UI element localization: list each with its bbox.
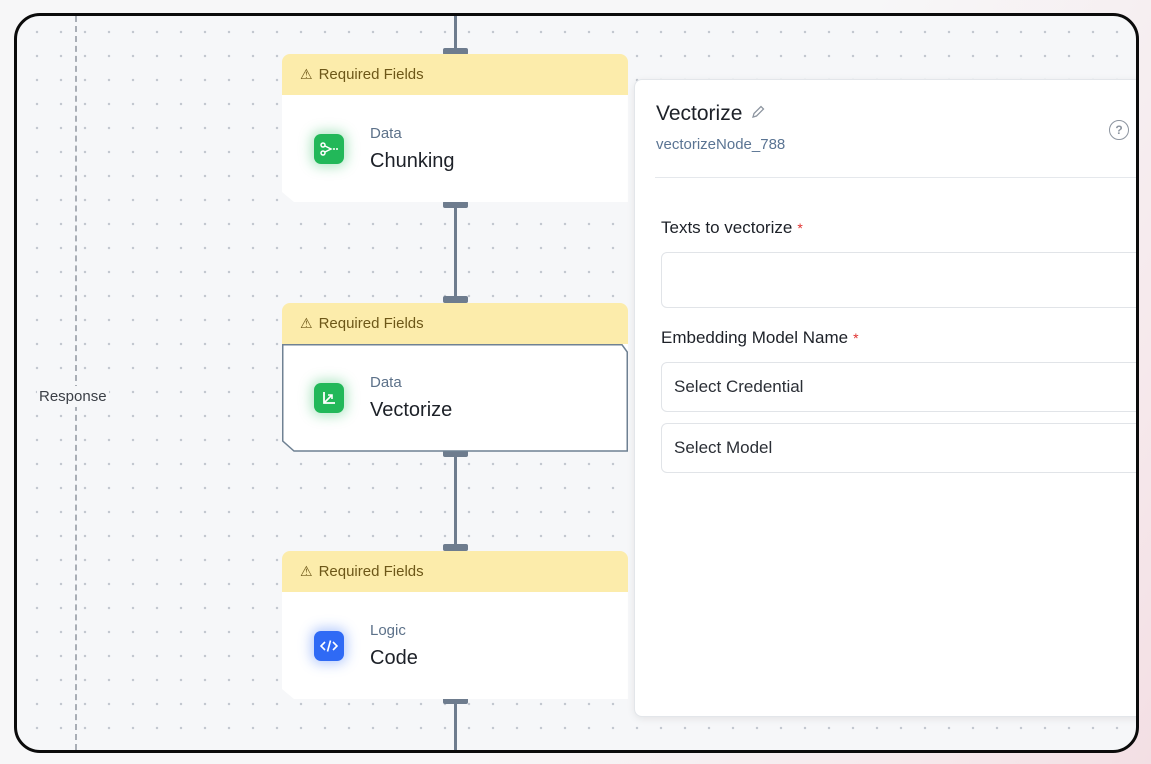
- node-handle[interactable]: [443, 201, 468, 208]
- node-handle[interactable]: [443, 296, 468, 303]
- node-body[interactable]: Logic Code: [282, 592, 628, 699]
- node-chunking[interactable]: ⚠ Required Fields Data Chunking: [282, 54, 628, 203]
- panel-divider: [655, 177, 1136, 178]
- texts-to-vectorize-label: Texts to vectorize*: [661, 218, 803, 238]
- warning-text: Required Fields: [318, 66, 424, 83]
- required-mark: *: [797, 220, 803, 236]
- node-code[interactable]: ⚠ Required Fields Logic Code: [282, 551, 628, 700]
- lane-label-response: Response: [37, 386, 109, 407]
- node-handle[interactable]: [443, 450, 468, 457]
- embedding-model-label: Embedding Model Name*: [661, 328, 859, 348]
- node-handle[interactable]: [443, 544, 468, 551]
- required-mark: *: [853, 330, 859, 346]
- split-icon: [314, 134, 344, 164]
- help-icon[interactable]: ?: [1109, 120, 1129, 140]
- node-category: Logic: [370, 621, 406, 639]
- warning-text: Required Fields: [318, 315, 424, 332]
- required-fields-banner: ⚠ Required Fields: [282, 551, 628, 592]
- select-credential-dropdown[interactable]: Select Credential: [661, 362, 1136, 412]
- workflow-canvas[interactable]: Response ⚠ Required Fields Data Chunking…: [14, 13, 1139, 753]
- node-id: vectorizeNode_788: [656, 136, 786, 153]
- warning-icon: ⚠: [300, 66, 313, 82]
- field-label-text: Embedding Model Name: [661, 328, 849, 347]
- edge-bottom: [454, 702, 457, 750]
- axes-arrow-icon: [314, 383, 344, 413]
- node-category: Data: [370, 124, 402, 142]
- node-category: Data: [370, 373, 402, 391]
- node-settings-panel: Vectorize vectorizeNode_788 ? Texts to v…: [634, 79, 1136, 717]
- code-icon: [314, 631, 344, 661]
- edge-top: [454, 16, 457, 52]
- node-vectorize[interactable]: ⚠ Required Fields Data Vectorize: [282, 303, 628, 452]
- node-title: Vectorize: [370, 398, 453, 421]
- node-title: Chunking: [370, 149, 455, 172]
- field-label-text: Texts to vectorize: [661, 218, 793, 237]
- panel-title-text: Vectorize: [656, 102, 743, 125]
- select-model-dropdown[interactable]: Select Model: [661, 423, 1136, 473]
- required-fields-banner: ⚠ Required Fields: [282, 54, 628, 95]
- warning-icon: ⚠: [300, 315, 313, 331]
- texts-to-vectorize-input[interactable]: [661, 252, 1136, 308]
- panel-title: Vectorize: [656, 102, 766, 126]
- node-body[interactable]: Data Chunking: [282, 95, 628, 202]
- edge-vectorize-code: [454, 455, 457, 548]
- edge-chunking-vectorize: [454, 206, 457, 300]
- warning-icon: ⚠: [300, 563, 313, 579]
- required-fields-banner: ⚠ Required Fields: [282, 303, 628, 344]
- edit-pencil-icon[interactable]: [750, 104, 766, 125]
- lane-divider: [75, 16, 77, 750]
- node-handle[interactable]: [443, 48, 468, 55]
- node-title: Code: [370, 646, 418, 669]
- node-body[interactable]: Data Vectorize: [282, 344, 628, 451]
- node-handle[interactable]: [443, 697, 468, 704]
- warning-text: Required Fields: [318, 563, 424, 580]
